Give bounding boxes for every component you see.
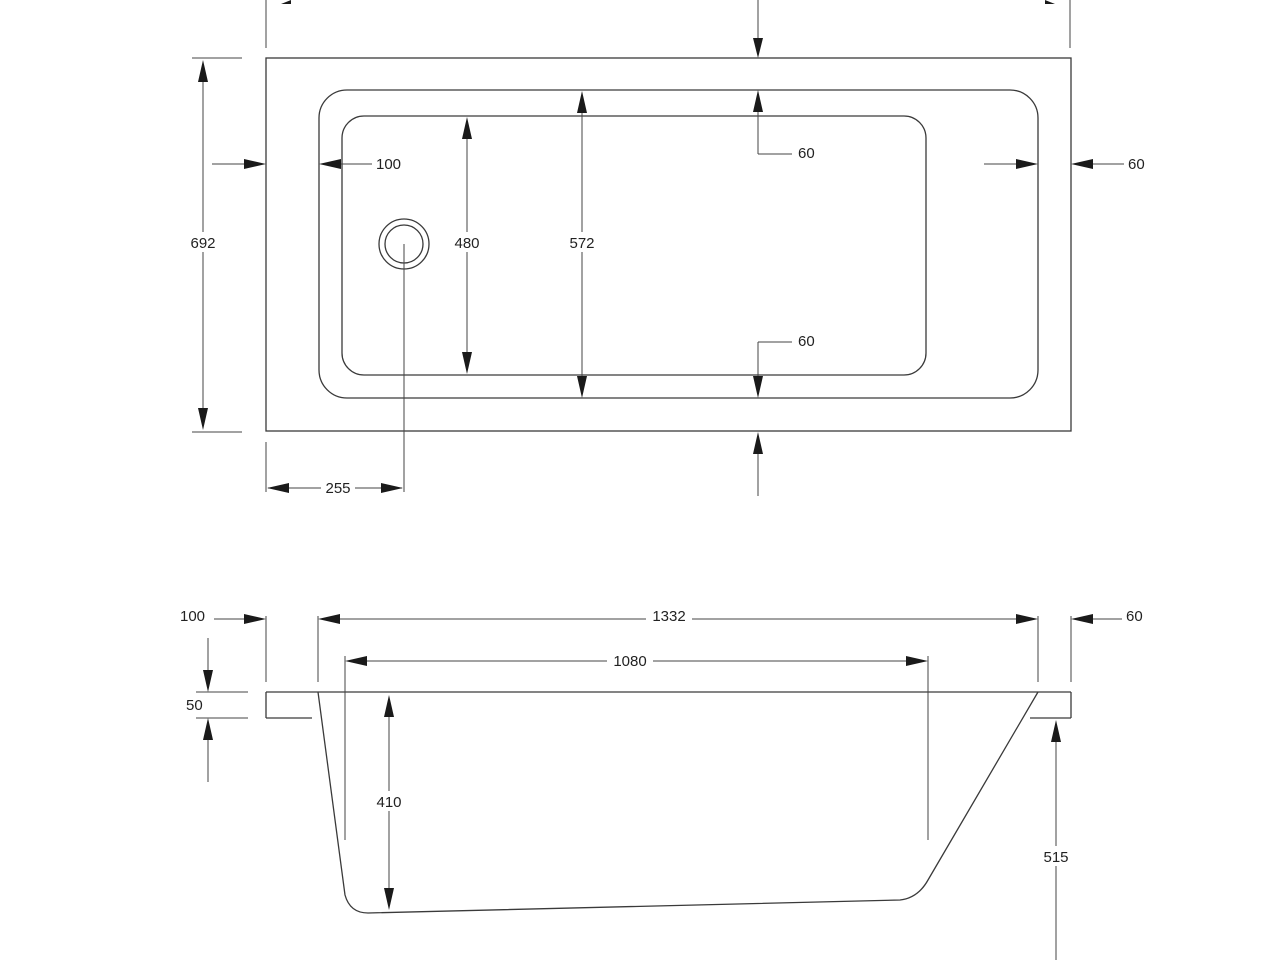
dimension-label-bath-length: 1332 — [652, 608, 685, 625]
arrowhead — [281, 0, 291, 4]
arrowhead — [577, 376, 587, 398]
bath-basin-floor — [341, 115, 927, 376]
arrowhead — [318, 614, 340, 624]
dimension-label-height: 515 — [1043, 849, 1068, 866]
arrowhead — [319, 159, 341, 169]
arrowhead — [462, 117, 472, 139]
arrowhead — [198, 60, 208, 82]
bath-outer-rim — [265, 57, 1072, 432]
dimension-label-waste-offset: 255 — [325, 480, 350, 497]
dimension-label-left-rim: 100 — [180, 608, 205, 625]
arrowhead — [384, 695, 394, 717]
arrowhead — [577, 91, 587, 113]
dimension-label-rim-thickness: 50 — [186, 697, 203, 714]
arrowhead — [244, 614, 266, 624]
arrowhead — [381, 483, 403, 493]
arrowhead — [384, 888, 394, 910]
arrowhead — [1045, 0, 1055, 4]
dimension-label-inner-width: 480 — [454, 235, 479, 252]
arrowhead — [267, 483, 289, 493]
dimension-label-inner-length: 1080 — [613, 653, 646, 670]
dimension-label-top-rim: 60 — [798, 145, 815, 162]
dimension-label-overall-width: 692 — [190, 235, 215, 252]
dimension-label-bath-width: 572 — [569, 235, 594, 252]
bath-inner-edge — [318, 89, 1039, 399]
arrowhead — [1016, 159, 1038, 169]
arrowhead — [1051, 720, 1061, 742]
arrowhead — [753, 90, 763, 112]
dimension-label-bottom-rim: 60 — [798, 333, 815, 350]
arrowhead — [345, 656, 367, 666]
arrowhead — [753, 432, 763, 454]
bath-body-profile — [317, 691, 1039, 914]
dimension-label-end-wall: 100 — [376, 156, 401, 173]
arrowhead — [753, 376, 763, 398]
dimension-label-right-rim: 60 — [1126, 608, 1143, 625]
plan-view: 692 100 480 572 60 60 — [186, 0, 1145, 498]
arrowhead — [462, 352, 472, 374]
arrowhead — [906, 656, 928, 666]
arrowhead — [203, 718, 213, 740]
dimension-label-side-rim: 60 — [1128, 156, 1145, 173]
arrowhead — [1071, 159, 1093, 169]
arrowhead — [244, 159, 266, 169]
arrowhead — [203, 670, 213, 692]
arrowhead — [198, 408, 208, 430]
arrowhead — [1016, 614, 1038, 624]
side-view: 100 1332 60 1080 50 410 — [180, 608, 1143, 960]
arrowhead — [753, 38, 763, 58]
dimension-label-depth: 410 — [376, 794, 401, 811]
arrowhead — [1071, 614, 1093, 624]
